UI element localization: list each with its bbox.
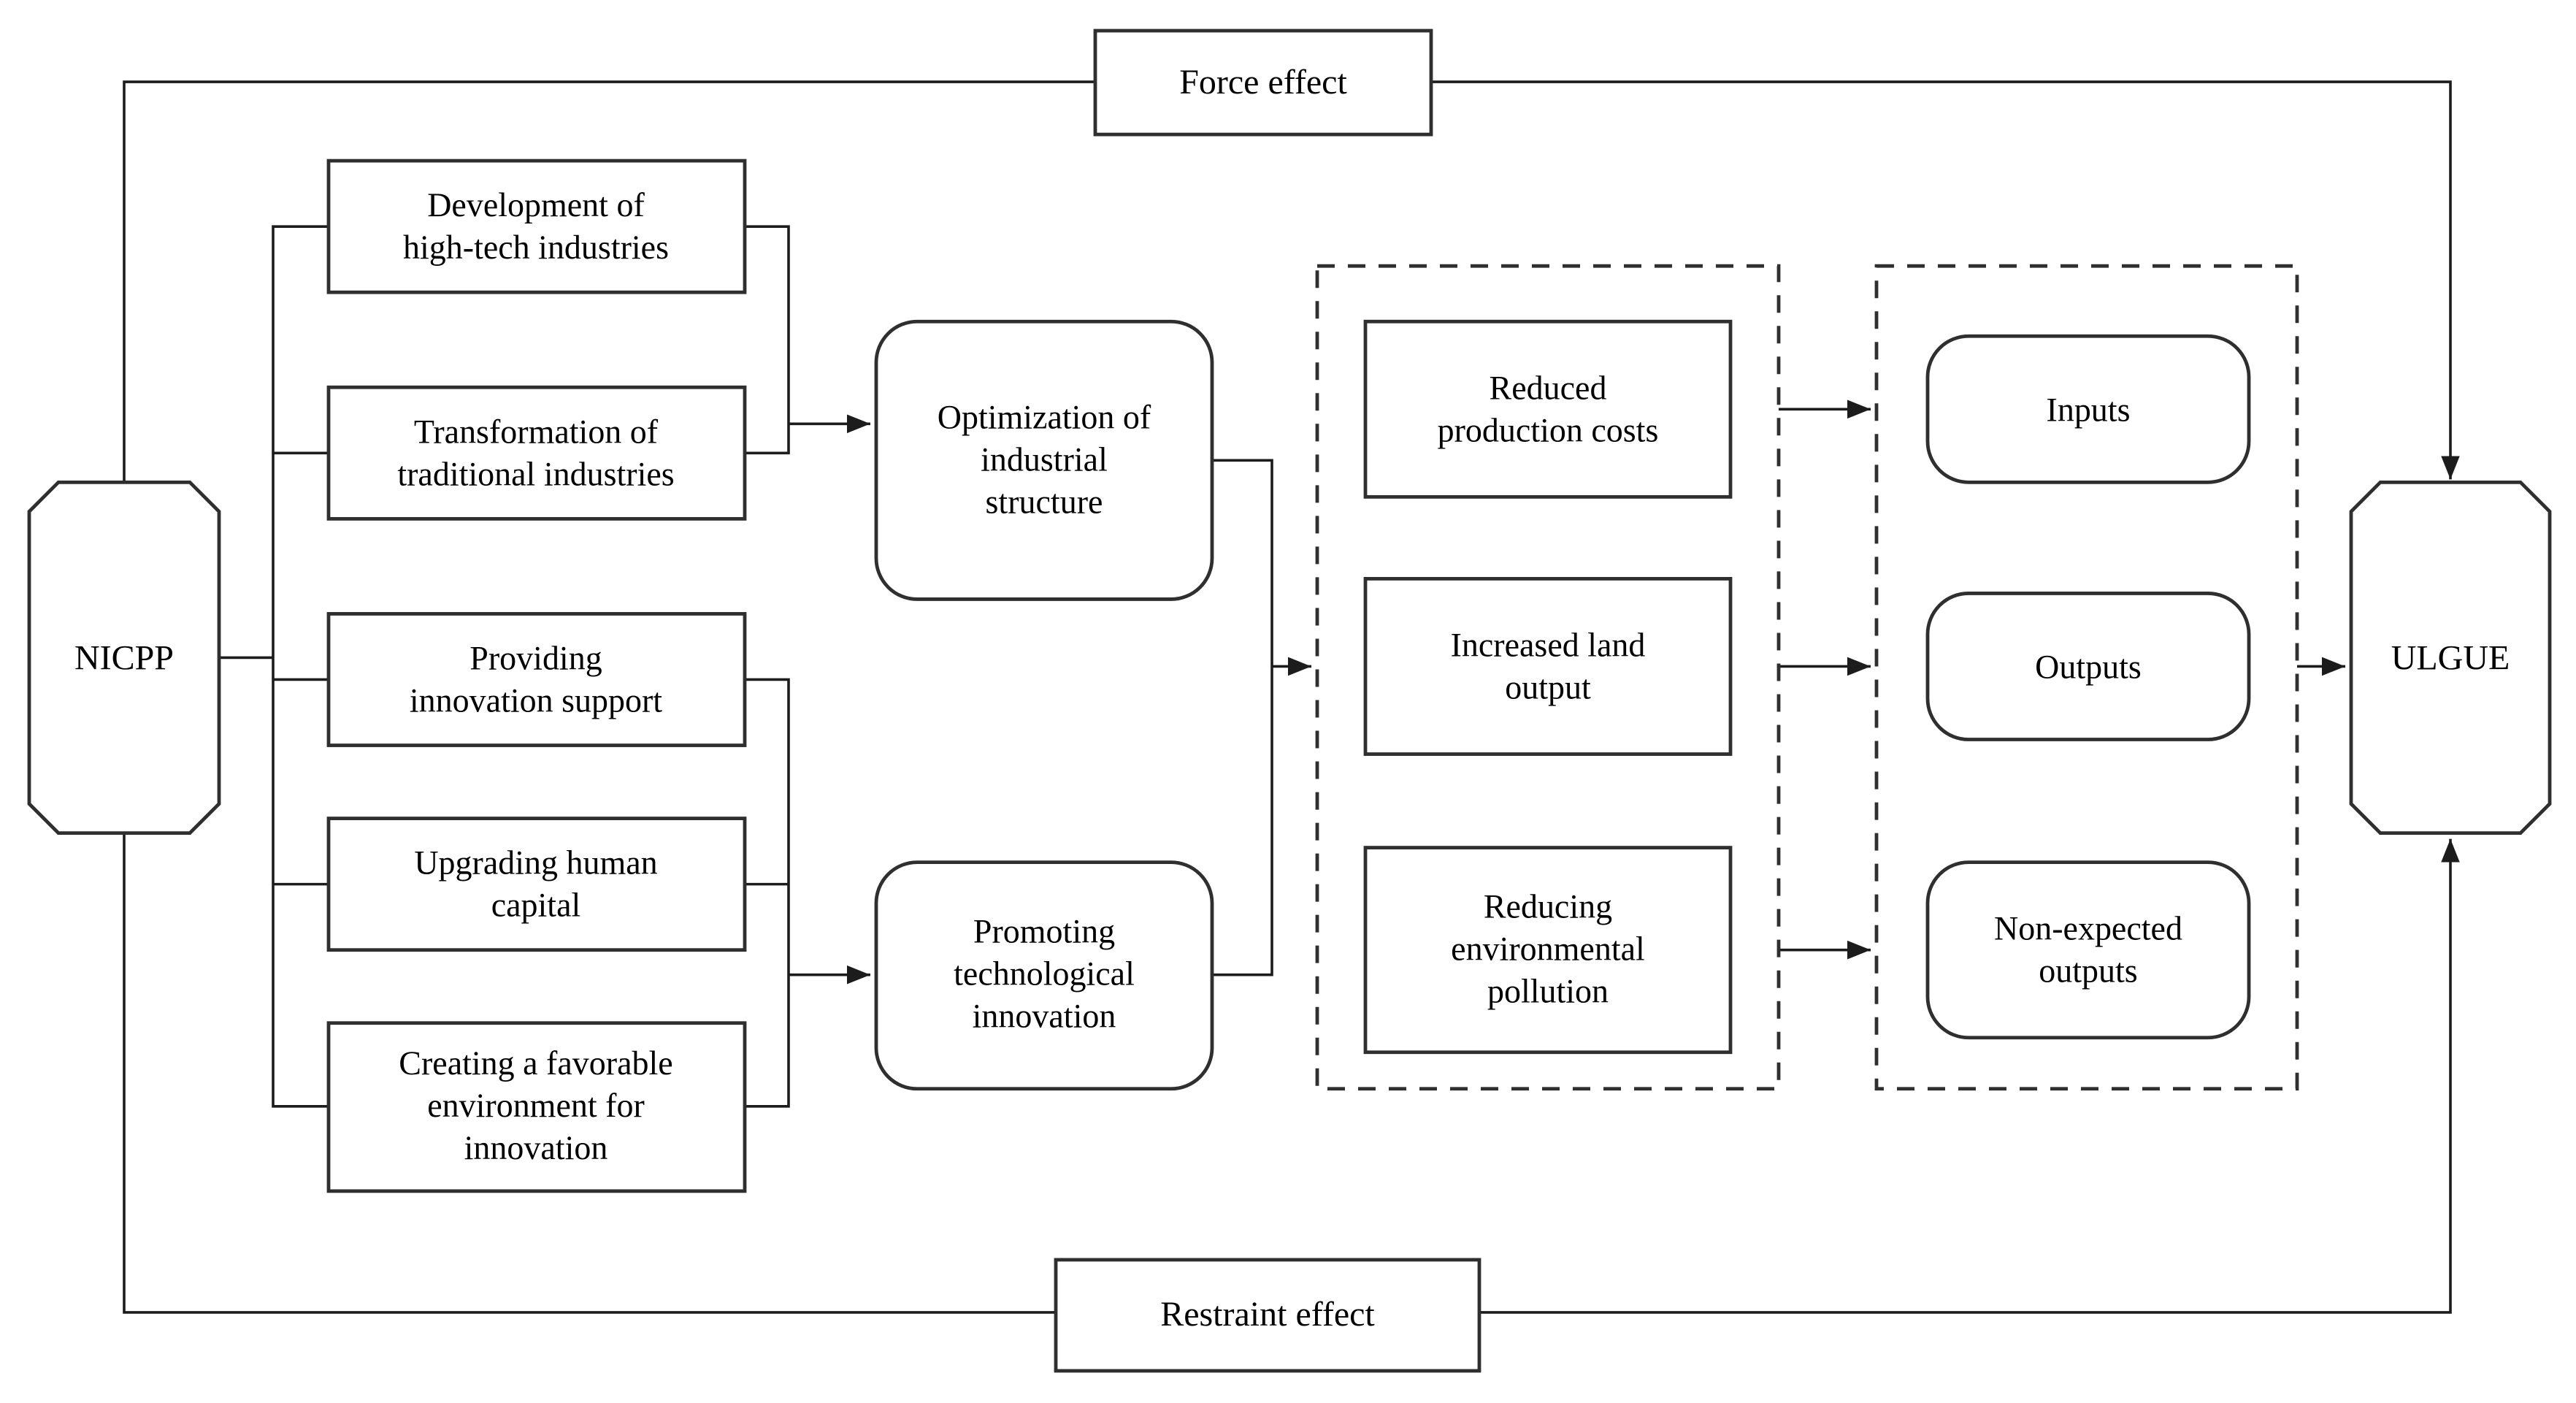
industrial-structure-box (874, 319, 1214, 601)
transformation-line1: Transformation of (414, 413, 659, 450)
node-force-effect: Force effect (1093, 28, 1433, 137)
env-pollution-line1: Reducing (1484, 888, 1612, 925)
node-restraint-effect: Restraint effect (1054, 1258, 1481, 1373)
ulgue-label: ULGUE (2391, 638, 2510, 677)
non-expected-line1: Non-expected (1994, 910, 2182, 947)
reduced-costs-box (1363, 319, 1733, 499)
bracket-innovation (745, 678, 790, 1108)
tech-innovation-line1: Promoting (973, 913, 1115, 950)
transformation-box (326, 385, 747, 521)
env-pollution-box (1363, 846, 1733, 1055)
favorable-env-line1: Creating a favorable (399, 1044, 672, 1082)
reduced-costs-line1: Reduced (1490, 369, 1607, 406)
node-env-pollution: Reducing environmental pollution (1363, 846, 1733, 1055)
favorable-env-line2: environment for (427, 1087, 645, 1124)
human-capital-line1: Upgrading human (414, 844, 657, 882)
driver-bracket-left (272, 225, 329, 1108)
node-outputs: Outputs (1925, 592, 2251, 741)
non-expected-line2: outputs (2039, 952, 2137, 990)
efficiency-dashed-box (1874, 264, 2299, 1091)
human-capital-line2: capital (491, 887, 581, 924)
innovation-support-box (326, 612, 747, 747)
non-expected-box (1925, 860, 2251, 1040)
force-route-left-line (123, 80, 1095, 483)
industrial-structure-line1: Optimization of (938, 398, 1151, 435)
mechanisms-dashed-box (1315, 264, 1781, 1091)
node-ulgue: ULGUE (2349, 480, 2552, 835)
env-pollution-line2: environmental (1451, 930, 1645, 968)
tech-innovation-box (874, 860, 1214, 1091)
node-non-expected: Non-expected outputs (1925, 860, 2251, 1040)
tech-innovation-line3: innovation (973, 998, 1116, 1035)
human-capital-box (326, 817, 747, 952)
favorable-env-box (326, 1021, 747, 1193)
dev-high-tech-box (326, 158, 747, 294)
reduced-costs-line2: production costs (1438, 411, 1659, 448)
mechanisms-group: Reduced production costs Increased land … (1315, 264, 1781, 1091)
innovation-support-line1: Providing (469, 639, 602, 676)
restraint-effect-box (1054, 1258, 1481, 1373)
transformation-line2: traditional industries (397, 455, 674, 492)
nicpp-box (27, 480, 221, 835)
node-human-capital: Upgrading human capital (326, 817, 747, 952)
outputs-label: Outputs (2035, 648, 2142, 685)
innovation-support-line2: innovation support (410, 681, 662, 719)
force-route-right-arrow (1431, 80, 2460, 480)
outputs-box (1925, 592, 2251, 741)
node-land-output: Increased land output (1363, 577, 1733, 756)
node-inputs: Inputs (1925, 334, 2251, 484)
land-output-line1: Increased land (1451, 626, 1646, 663)
restraint-route-right-arrow (1479, 838, 2460, 1314)
connectors (123, 80, 2460, 1314)
restraint-effect-label: Restraint effect (1160, 1295, 1375, 1334)
inputs-label: Inputs (2047, 391, 2131, 428)
force-effect-box (1093, 28, 1433, 137)
efficiency-factors-group: Inputs Outputs Non-expected outputs (1874, 264, 2299, 1091)
node-industrial-structure: Optimization of industrial structure (874, 319, 1214, 601)
nicpp-label: NICPP (74, 638, 174, 677)
industrial-structure-line3: structure (986, 483, 1103, 520)
mediator-converge-line (1212, 459, 1273, 976)
favorable-env-line3: innovation (464, 1129, 608, 1166)
industrial-structure-line2: industrial (981, 440, 1108, 478)
node-transformation: Transformation of traditional industries (326, 385, 747, 521)
dev-high-tech-line1: Development of (427, 186, 645, 223)
force-effect-label: Force effect (1179, 63, 1347, 102)
ulgue-box (2349, 480, 2552, 835)
restraint-route-left-line (123, 833, 1056, 1314)
env-pollution-line3: pollution (1487, 973, 1609, 1010)
land-output-box (1363, 577, 1733, 756)
inputs-box (1925, 334, 2251, 484)
node-innovation-support: Providing innovation support (326, 612, 747, 747)
dev-high-tech-line2: high-tech industries (403, 229, 669, 266)
node-favorable-env: Creating a favorable environment for inn… (326, 1021, 747, 1193)
bracket-industrial (745, 225, 790, 455)
node-reduced-costs: Reduced production costs (1363, 319, 1733, 499)
node-dev-high-tech: Development of high-tech industries (326, 158, 747, 294)
tech-innovation-line2: technological (954, 955, 1135, 993)
node-tech-innovation: Promoting technological innovation (874, 860, 1214, 1091)
node-nicpp: NICPP (27, 480, 221, 835)
land-output-line2: output (1505, 668, 1591, 706)
